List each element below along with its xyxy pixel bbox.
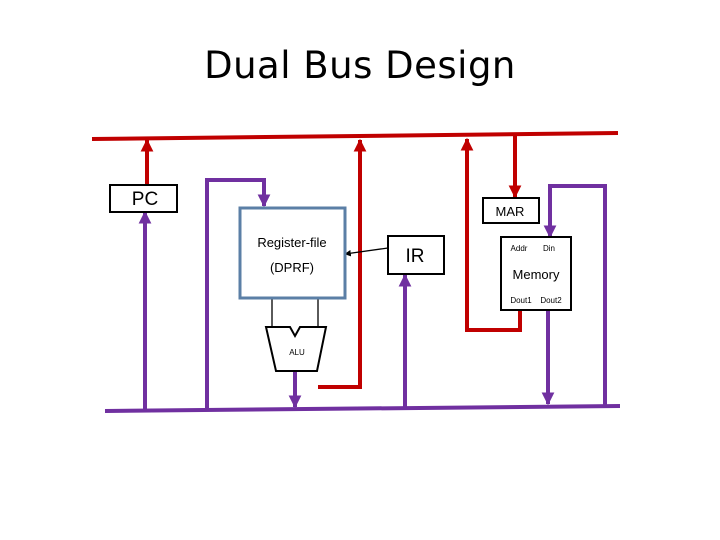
purple-bus-main-line [104,404,621,413]
ir-box [387,235,445,275]
memory-block: Addr Din Memory Dout1 Dout2 [500,236,572,311]
mar-label: MAR [496,204,525,219]
mar-box [482,197,540,224]
memory-box [500,236,572,311]
purple-bus-to-regfile-wire [205,178,271,410]
register-file-box [238,206,347,300]
register-file-type-label: (DPRF) [270,260,314,275]
alu-shape [264,326,328,372]
memory-label: Memory [513,267,560,282]
red-bus-main-line [91,131,619,141]
register-file-label: Register-file [257,235,326,250]
memory-dout1-to-red-bus-wire [465,236,522,332]
purple-bus [104,178,621,413]
alu: ALU [264,326,328,372]
regfile-out-to-red-bus-wire [318,138,367,389]
pc-box [109,184,178,213]
ir-to-regfile-wire [344,247,389,257]
purple-bus-to-memory-din-wire [543,184,607,408]
ir-label: IR [406,246,425,267]
pc-label: PC [132,189,158,210]
red-bus [91,131,619,389]
memory-dout1-label: Dout1 [510,296,532,305]
slide-title: Dual Bus Design [204,44,516,87]
memory-din-label: Din [543,244,555,253]
register-file: Register-file (DPRF) [238,206,347,300]
mar-register: MAR [482,197,540,224]
memory-dout2-label: Dout2 [540,296,562,305]
internal-wires [271,247,389,327]
pc-register: PC [109,184,178,213]
alu-label: ALU [289,348,305,357]
memory-addr-label: Addr [511,244,528,253]
instruction-register: IR [387,235,445,275]
